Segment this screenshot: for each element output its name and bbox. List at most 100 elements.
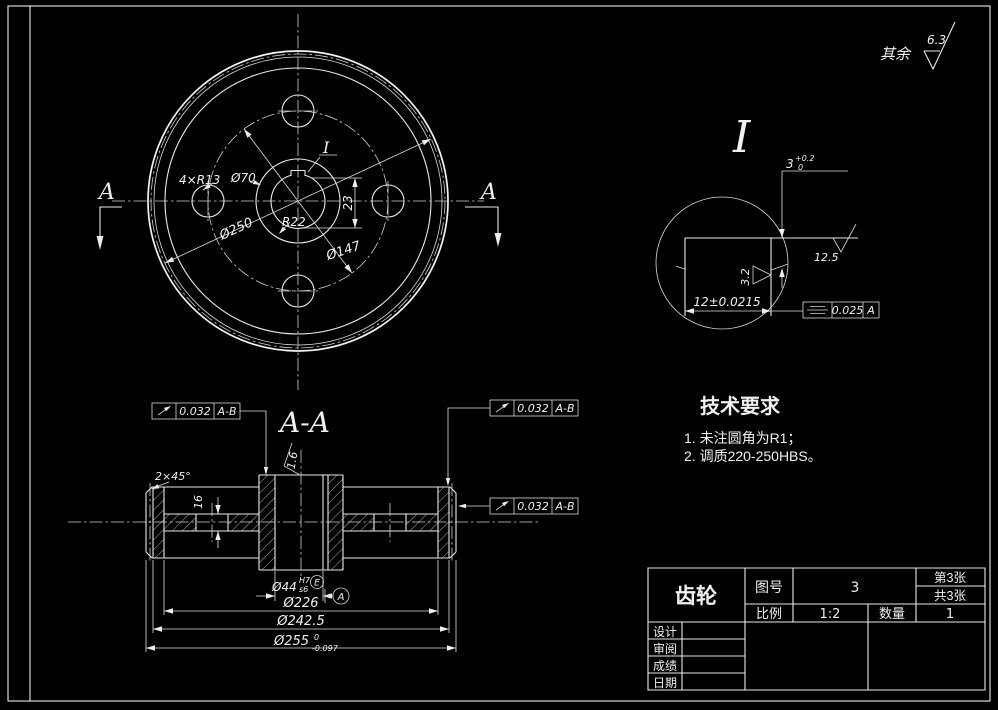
section-centerlines — [68, 450, 540, 580]
tip-circle — [147, 50, 449, 352]
detail-view: I 3 +0.2 0 12±0.0215 3.2 12.5 0.025 A — [655, 112, 880, 330]
runout-frame-3: 0.032 A-B — [458, 497, 579, 515]
roughness-bottom-icon — [832, 223, 857, 253]
bolt-circle — [207, 110, 389, 292]
section-arrow-right-label: A — [479, 180, 497, 205]
envelope-icon — [310, 575, 324, 589]
bore-dimension: Ø44 H7 s6 E A — [256, 575, 350, 605]
pitch-circle — [150, 53, 446, 349]
section-title: A-A — [277, 406, 330, 439]
detail-keyway — [684, 237, 858, 316]
symmetry-icon — [807, 306, 828, 314]
rim-inner-dimension: Ø226 — [164, 596, 438, 614]
roughness-side-value: 3.2 — [739, 268, 752, 286]
detail-width-value: 12±0.0215 — [693, 295, 760, 309]
runout-datum: A-B — [554, 500, 574, 513]
runout-datum: A-B — [554, 402, 574, 415]
dim-bolt-circle: Ø147 — [324, 238, 364, 264]
root-circle — [153, 56, 443, 346]
front-centerlines — [112, 14, 484, 390]
dim-pitch-diameter: Ø250 — [216, 215, 255, 244]
roughness-bottom-value: 12.5 — [814, 251, 839, 264]
runout-value: 0.032 — [517, 500, 549, 513]
detail-boundary-circle — [655, 196, 789, 330]
extension-lines — [145, 560, 457, 652]
roughness-icon — [923, 21, 956, 71]
datum-circle-icon — [332, 587, 350, 605]
qty-label: 数量 — [879, 606, 905, 621]
row-label-date: 日期 — [653, 676, 677, 690]
runout-frame-1: 0.032 A-B — [151, 402, 269, 475]
web-thickness: 16 — [192, 495, 205, 509]
detail-depth-value: 3 — [786, 157, 794, 171]
sheet-total: 共3张 — [934, 588, 966, 603]
dim-tip: Ø255 — [273, 634, 309, 649]
dim-root: Ø242.5 — [276, 614, 324, 629]
dim-holes: 4×R13 — [179, 173, 220, 187]
drawing-no-value: 3 — [851, 580, 860, 596]
dim-keyway-height: 23 — [341, 195, 355, 210]
keyway-front — [290, 169, 306, 176]
tip-dimension: Ø255 0 -0.097 — [146, 633, 456, 653]
section-arrow-left: A — [96, 180, 122, 250]
detail-bore-arc — [675, 263, 789, 271]
chamfer-label: 2×45° — [155, 470, 191, 483]
dim-rim-inner: Ø226 — [282, 596, 318, 611]
title-block: 齿轮 图号 3 第3张 共3张 比例 1:2 数量 1 设计 审阅 成绩 日期 — [647, 567, 986, 691]
runout-value: 0.032 — [179, 405, 211, 418]
dim-hub-diameter: Ø70 — [230, 171, 256, 185]
runout-frame-2: 0.032 A-B — [445, 399, 579, 486]
part-name: 齿轮 — [675, 584, 717, 608]
surface-roughness-note: 其余 6.3 — [880, 21, 956, 71]
detail-ref-label: I — [322, 138, 330, 157]
bore-fit-lower: s6 — [299, 585, 308, 594]
qty-value: 1 — [946, 607, 954, 622]
section-outline — [145, 474, 457, 571]
tip-tol-lower: -0.097 — [312, 644, 339, 653]
section-view: A-A 2×45° 16 1.6 — [68, 399, 579, 653]
tech-req-item-1: 1. 未注圆角为R1； — [684, 430, 801, 447]
symmetry-tolerance-frame: 0.025 A — [802, 301, 880, 319]
detail-depth-tol-lower: 0 — [798, 163, 803, 172]
roughness-bore-icon — [283, 442, 301, 476]
symmetry-tolerance-value: 0.025 — [832, 304, 864, 317]
dim-line-bolt-circle — [243, 128, 353, 274]
drawing-frame — [7, 5, 991, 702]
detail-depth-dim-lines — [781, 170, 848, 288]
scale-label: 比例 — [756, 606, 782, 621]
runout-datum: A-B — [216, 405, 236, 418]
roughness-side-icon — [752, 265, 772, 285]
section-arrow-right: A — [465, 180, 502, 247]
hole-north — [281, 94, 315, 128]
tech-requirements: 技术要求 1. 未注圆角为R1； 2. 调质220-250HBS。 — [684, 394, 822, 464]
drawing-no-label: 图号 — [755, 579, 783, 595]
dim-bore: Ø44 — [271, 580, 297, 594]
tech-req-title: 技术要求 — [700, 394, 781, 418]
note-prefix: 其余 — [880, 46, 912, 63]
symmetry-datum: A — [866, 304, 875, 317]
runout-value: 0.032 — [517, 402, 549, 415]
leader-detail-ref — [307, 154, 337, 173]
sheet-no: 第3张 — [934, 570, 966, 585]
root-dimension: Ø242.5 — [153, 614, 449, 632]
note-roughness-value: 6.3 — [927, 33, 946, 47]
detail-depth-tol-upper: +0.2 — [795, 154, 814, 163]
dim-bore-radius: R22 — [282, 215, 306, 229]
section-arrow-left-label: A — [97, 180, 115, 205]
envelope-label: E — [314, 579, 320, 589]
hatch-areas — [153, 475, 449, 570]
hole-east — [371, 184, 405, 218]
scale-value: 1:2 — [820, 607, 841, 622]
datum-label: A — [337, 592, 345, 603]
row-label-review: 审阅 — [653, 641, 677, 656]
rim-inner-circle — [164, 67, 432, 335]
tip-tol-upper: 0 — [314, 633, 319, 642]
tech-req-item-2: 2. 调质220-250HBS。 — [684, 448, 822, 464]
bore-fit-upper: H7 — [299, 576, 311, 585]
row-label-design: 设计 — [653, 625, 677, 639]
row-label-grade: 成绩 — [653, 659, 677, 673]
hole-south — [281, 274, 315, 308]
detail-title: I — [732, 112, 752, 163]
